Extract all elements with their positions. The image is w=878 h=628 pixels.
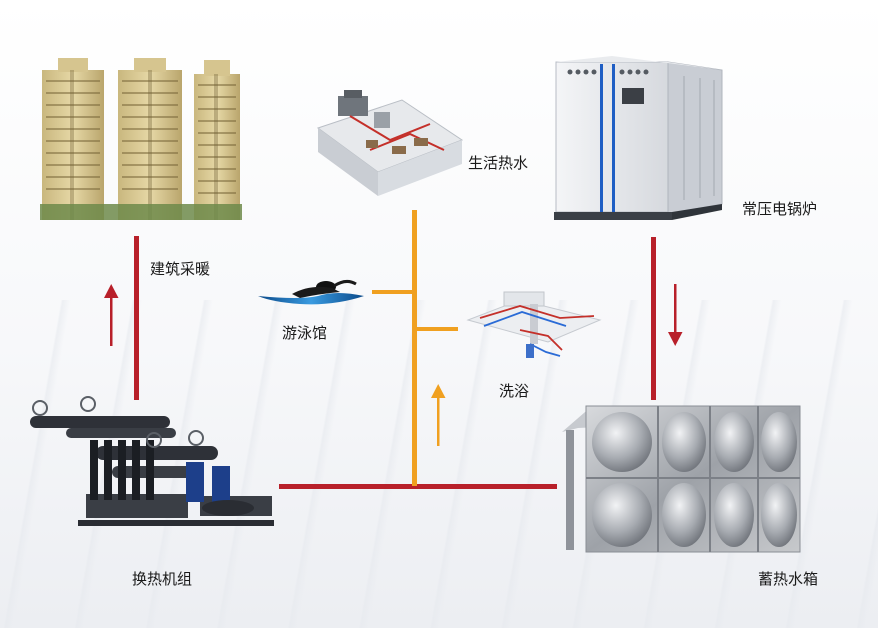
boiler-icon xyxy=(554,56,723,220)
label-building-heating: 建筑采暖 xyxy=(150,260,211,278)
label-domestic-hot-water: 生活热水 xyxy=(468,154,529,172)
pipe-orange-vertical xyxy=(412,210,417,486)
swimming-pool-icon xyxy=(258,279,364,305)
label-boiler: 常压电锅炉 xyxy=(742,200,818,218)
label-bathing: 洗浴 xyxy=(499,382,530,400)
label-heat-exchanger: 换热机组 xyxy=(132,570,193,588)
label-swimming-pool: 游泳馆 xyxy=(282,324,328,342)
domestic-hot-water-icon xyxy=(316,90,464,196)
pipe-pool-branch xyxy=(372,290,416,294)
bathing-icon xyxy=(466,291,602,358)
pipe-bottom-horizontal xyxy=(279,484,557,489)
orange-pipes xyxy=(372,210,458,486)
pipe-heating-vertical xyxy=(134,236,139,400)
flow-arrow-up-left xyxy=(110,298,113,346)
pipe-bathing-branch xyxy=(414,327,458,331)
red-pipes xyxy=(104,236,683,489)
buildings-icon xyxy=(40,58,242,220)
flow-arrow-down-right xyxy=(674,284,677,332)
storage-tank-icon xyxy=(562,405,801,553)
heat-exchanger-icon xyxy=(30,396,274,526)
pipe-boiler-vertical xyxy=(651,237,656,400)
label-storage-tank: 蓄热水箱 xyxy=(758,570,819,588)
flow-arrow-up-orange xyxy=(437,398,440,446)
